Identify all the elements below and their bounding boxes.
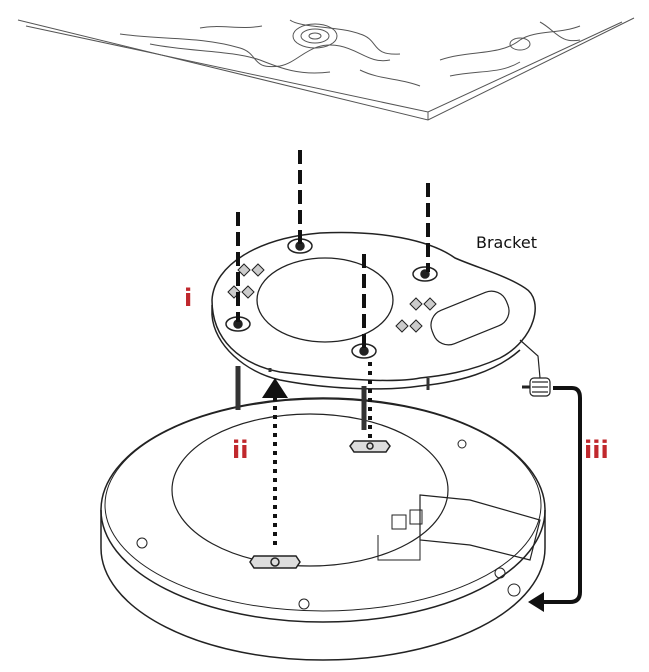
dotted-arrow bbox=[273, 362, 372, 545]
arrow-head-icon bbox=[528, 592, 544, 612]
mounting-screw bbox=[268, 368, 430, 390]
access-point-device bbox=[100, 397, 546, 661]
keyhole-slot-icon bbox=[349, 440, 391, 453]
bracket-label: Bracket bbox=[476, 233, 537, 252]
curved-arrow bbox=[540, 386, 582, 604]
mounting-slot-icon bbox=[227, 263, 437, 333]
arrow-head-icon bbox=[262, 378, 288, 398]
mounting-screw bbox=[235, 366, 367, 430]
mounting-screw bbox=[236, 150, 430, 349]
mounting-bracket bbox=[211, 231, 541, 390]
ceiling-block-illustration bbox=[17, 17, 635, 121]
thumb-screw bbox=[522, 377, 551, 397]
keyhole-slot-icon bbox=[249, 555, 301, 569]
step-iii-label: iii bbox=[584, 436, 609, 464]
step-ii-label: ii bbox=[232, 436, 249, 464]
step-i-label: i bbox=[184, 284, 193, 312]
